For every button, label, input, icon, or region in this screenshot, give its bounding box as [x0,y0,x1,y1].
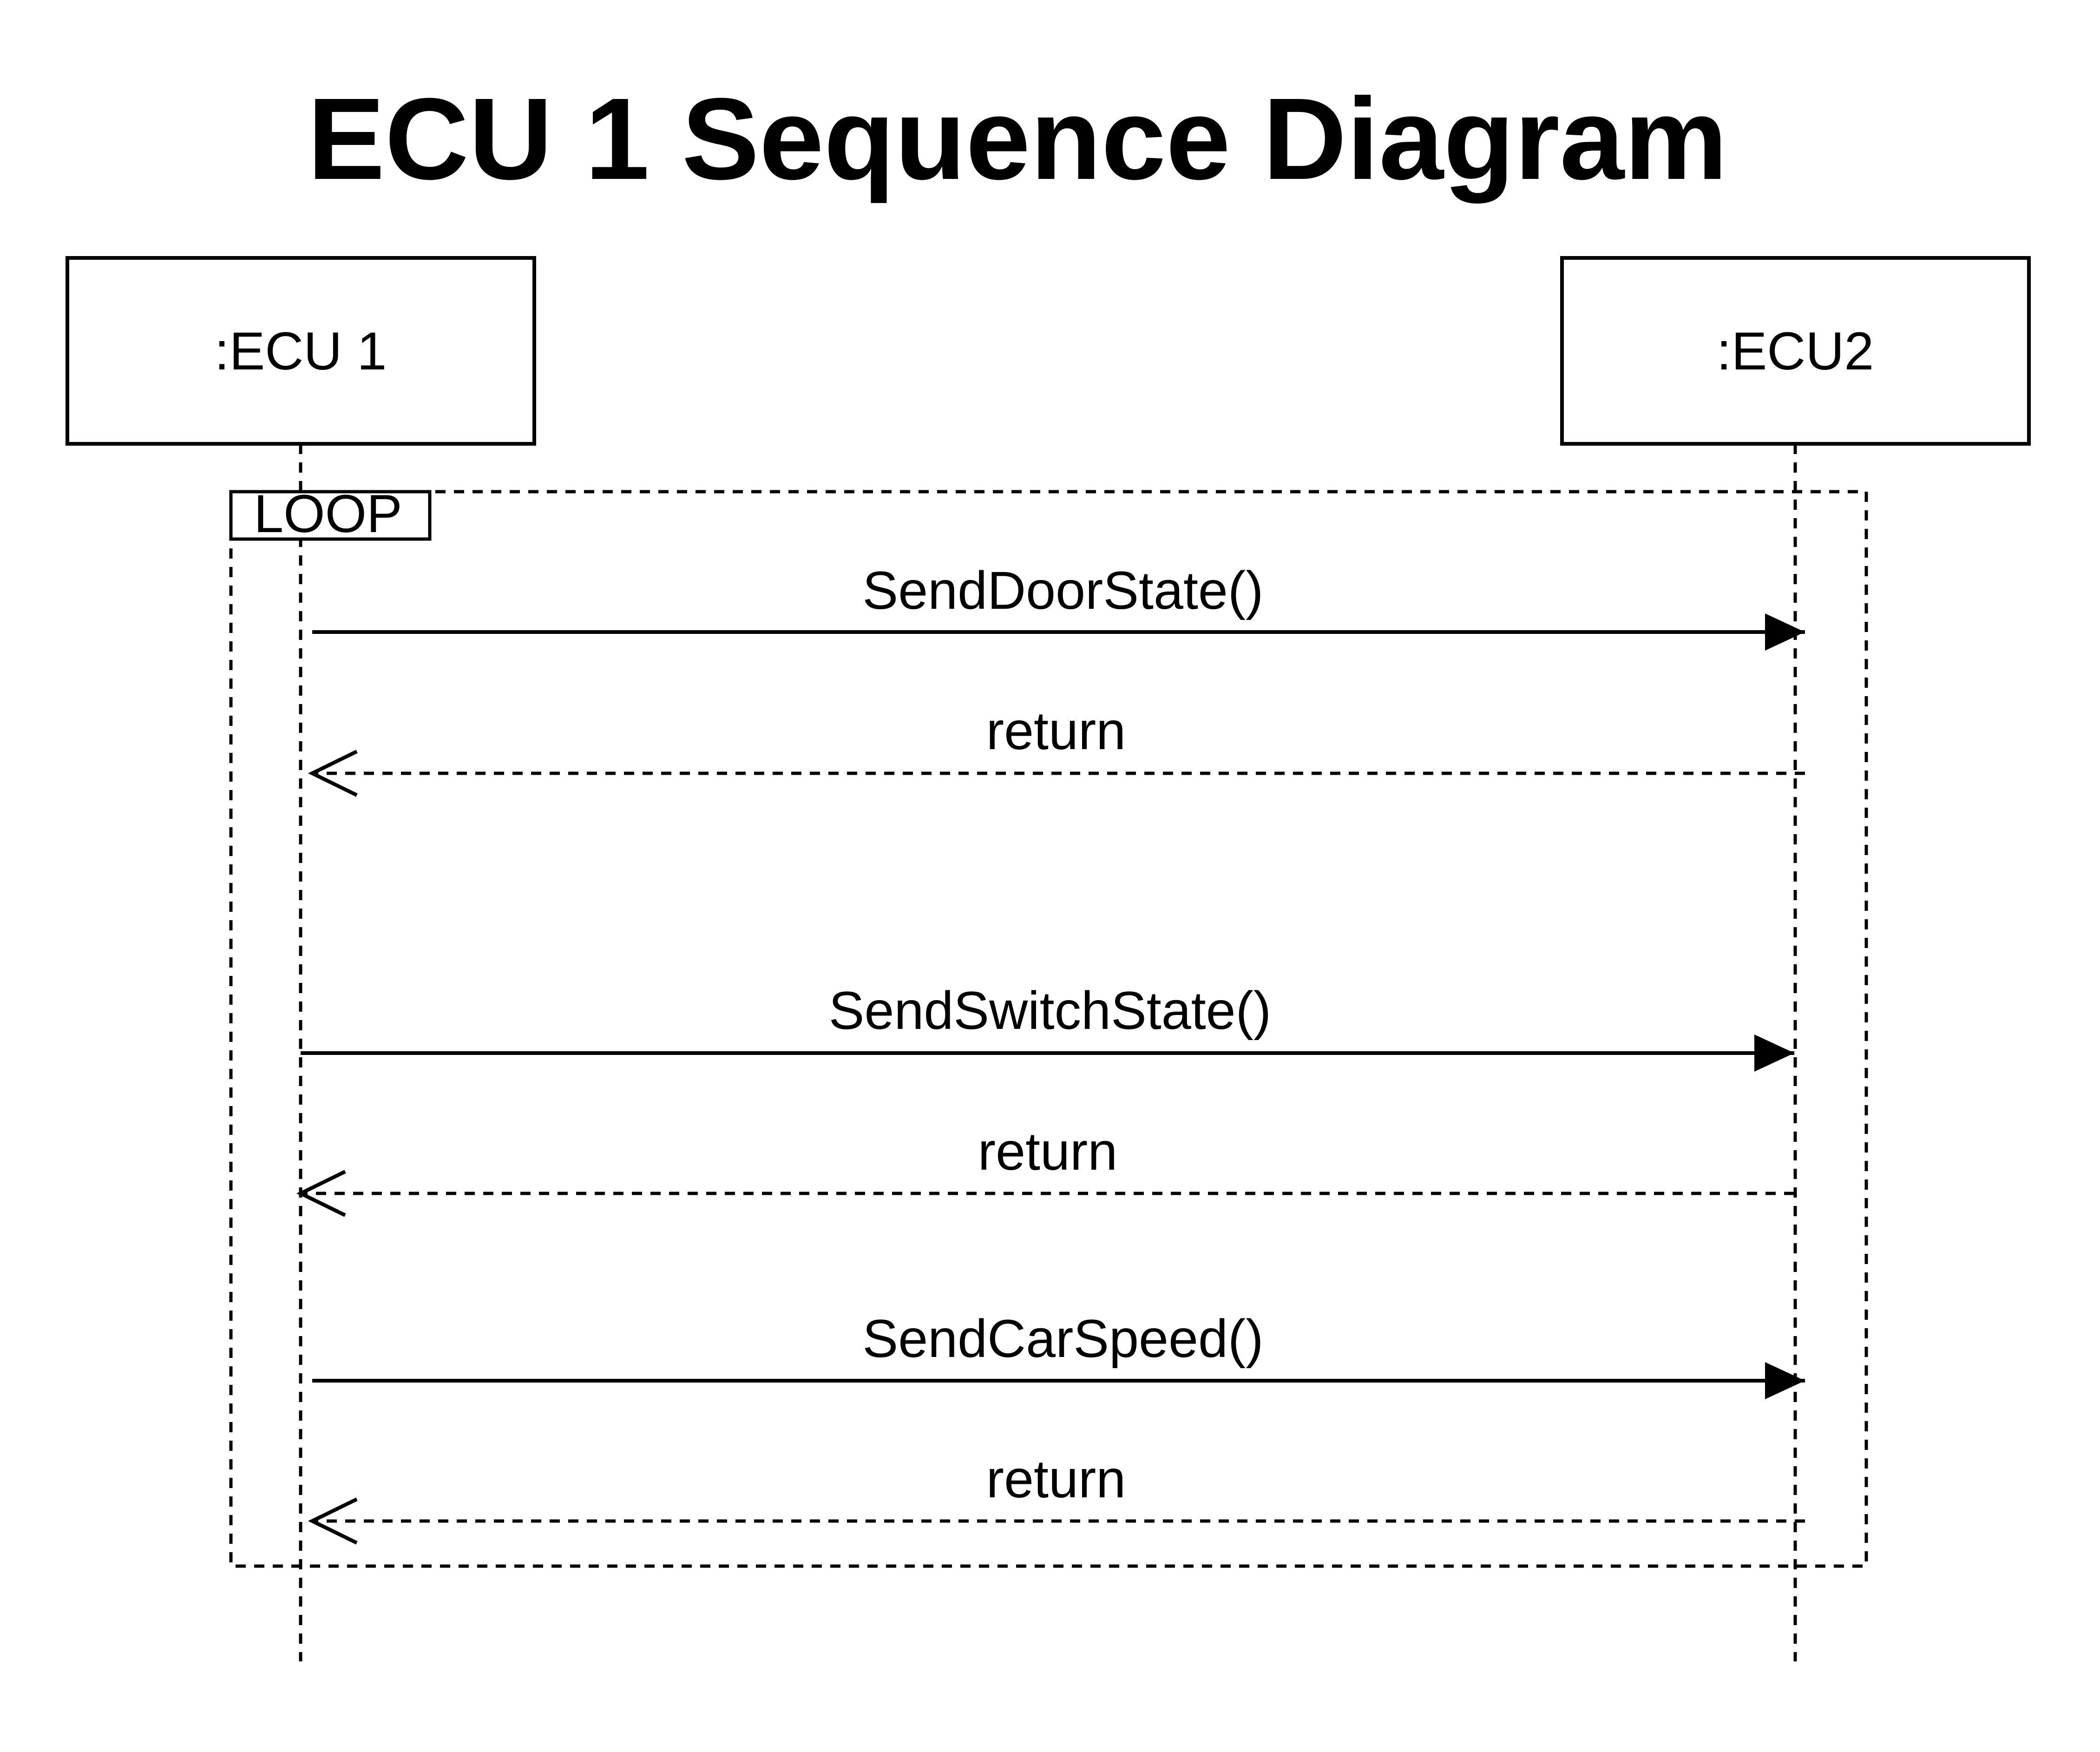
message-label: return [986,1449,1126,1509]
message-return-door-state: return [308,701,1805,797]
message-label: SendCarSpeed() [862,1309,1263,1369]
participant-ecu2: :ECU2 [1560,256,2031,446]
loop-fragment-label: LOOP [254,484,402,544]
loop-fragment: LOOP [229,484,1868,1568]
diagram-title: ECU 1 Sequence Diagram [308,74,1728,204]
participant-ecu1-label: :ECU 1 [215,322,387,381]
message-label: SendDoorState() [863,561,1264,620]
message-return-switch-state: return [296,1122,1794,1217]
participant-ecu1-box [66,256,536,446]
message-label: SendSwitchState() [829,981,1271,1041]
message-send-car-speed: SendCarSpeed() [312,1309,1805,1399]
participant-ecu2-label: :ECU2 [1717,322,1874,381]
participant-ecu2-box [1560,256,2031,446]
participant-ecu1: :ECU 1 [66,256,536,446]
message-send-door-state: SendDoorState() [312,561,1805,651]
message-label: return [978,1122,1117,1181]
message-return-car-speed: return [308,1449,1805,1545]
loop-fragment-tag [229,490,432,541]
message-label: return [986,701,1126,761]
message-send-switch-state: SendSwitchState() [301,981,1794,1072]
loop-fragment-frame [229,490,1868,1568]
